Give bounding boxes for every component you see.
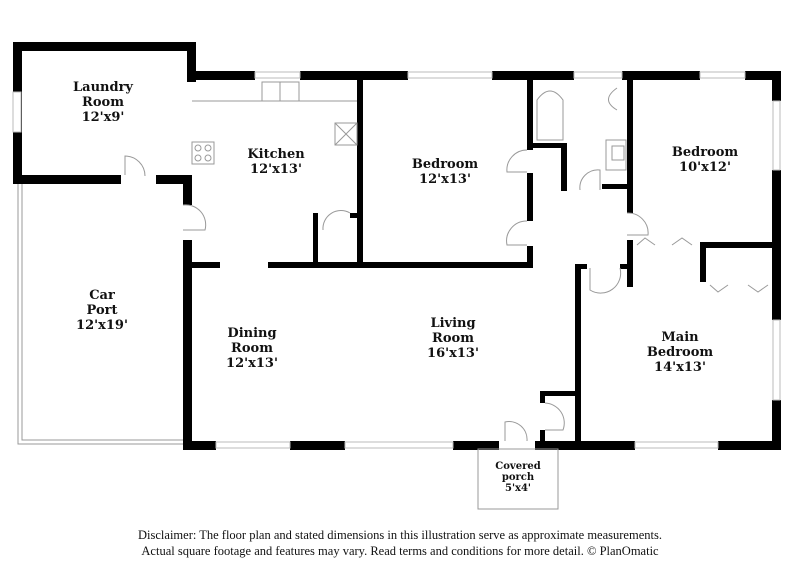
room-name: Room: [231, 341, 273, 356]
room-label-kitchen: Kitchen 12'x13': [247, 147, 304, 177]
room-name: Bedroom: [671, 145, 739, 160]
room-dimensions: 16'x13': [427, 346, 479, 361]
room-dimensions: 12'x19': [76, 318, 128, 333]
room-label-bedroom-1: Bedroom 12'x13': [412, 157, 478, 187]
room-label-living: Living Room 16'x13': [427, 316, 479, 361]
room-dimensions: 5'x4': [504, 483, 531, 494]
room-name: Covered: [495, 461, 541, 472]
room-name: Room: [82, 95, 124, 110]
room-name: Main: [661, 330, 699, 345]
room-dimensions: 12'x13': [419, 172, 471, 187]
disclaimer: Disclaimer: The floor plan and stated di…: [0, 527, 800, 559]
room-label-porch: Covered porch 5'x4': [495, 461, 540, 494]
room-name: Dining: [227, 326, 277, 341]
room-name: porch: [501, 472, 535, 483]
room-label-dining: Dining Room 12'x13': [226, 326, 278, 371]
room-label-bedroom-2: Bedroom 10'x12': [672, 145, 738, 175]
room-name: Living: [430, 316, 476, 331]
room-dimensions: 12'x13': [250, 162, 302, 177]
walls: [13, 42, 781, 450]
room-label-laundry: Laundry Room 12'x9': [73, 80, 133, 125]
disclaimer-line-1: Disclaimer: The floor plan and stated di…: [138, 528, 662, 542]
room-name: Kitchen: [247, 147, 305, 162]
room-dimensions: 12'x13': [226, 356, 278, 371]
room-name: Port: [86, 303, 118, 318]
room-name: Bedroom: [646, 345, 714, 360]
fixtures: [17, 81, 769, 510]
room-dimensions: 10'x12': [679, 160, 731, 175]
room-name: Laundry: [73, 80, 133, 95]
disclaimer-line-2: Actual square footage and features may v…: [141, 544, 659, 558]
room-dimensions: 12'x9': [81, 110, 125, 125]
room-name: Car: [89, 288, 115, 303]
room-label-carport: Car Port 12'x19': [76, 288, 128, 333]
room-label-main-bedroom: Main Bedroom 14'x13': [647, 330, 713, 375]
room-name: Room: [432, 331, 474, 346]
room-dimensions: 14'x13': [654, 360, 706, 375]
windows: [12, 71, 781, 449]
room-name: Bedroom: [411, 157, 479, 172]
